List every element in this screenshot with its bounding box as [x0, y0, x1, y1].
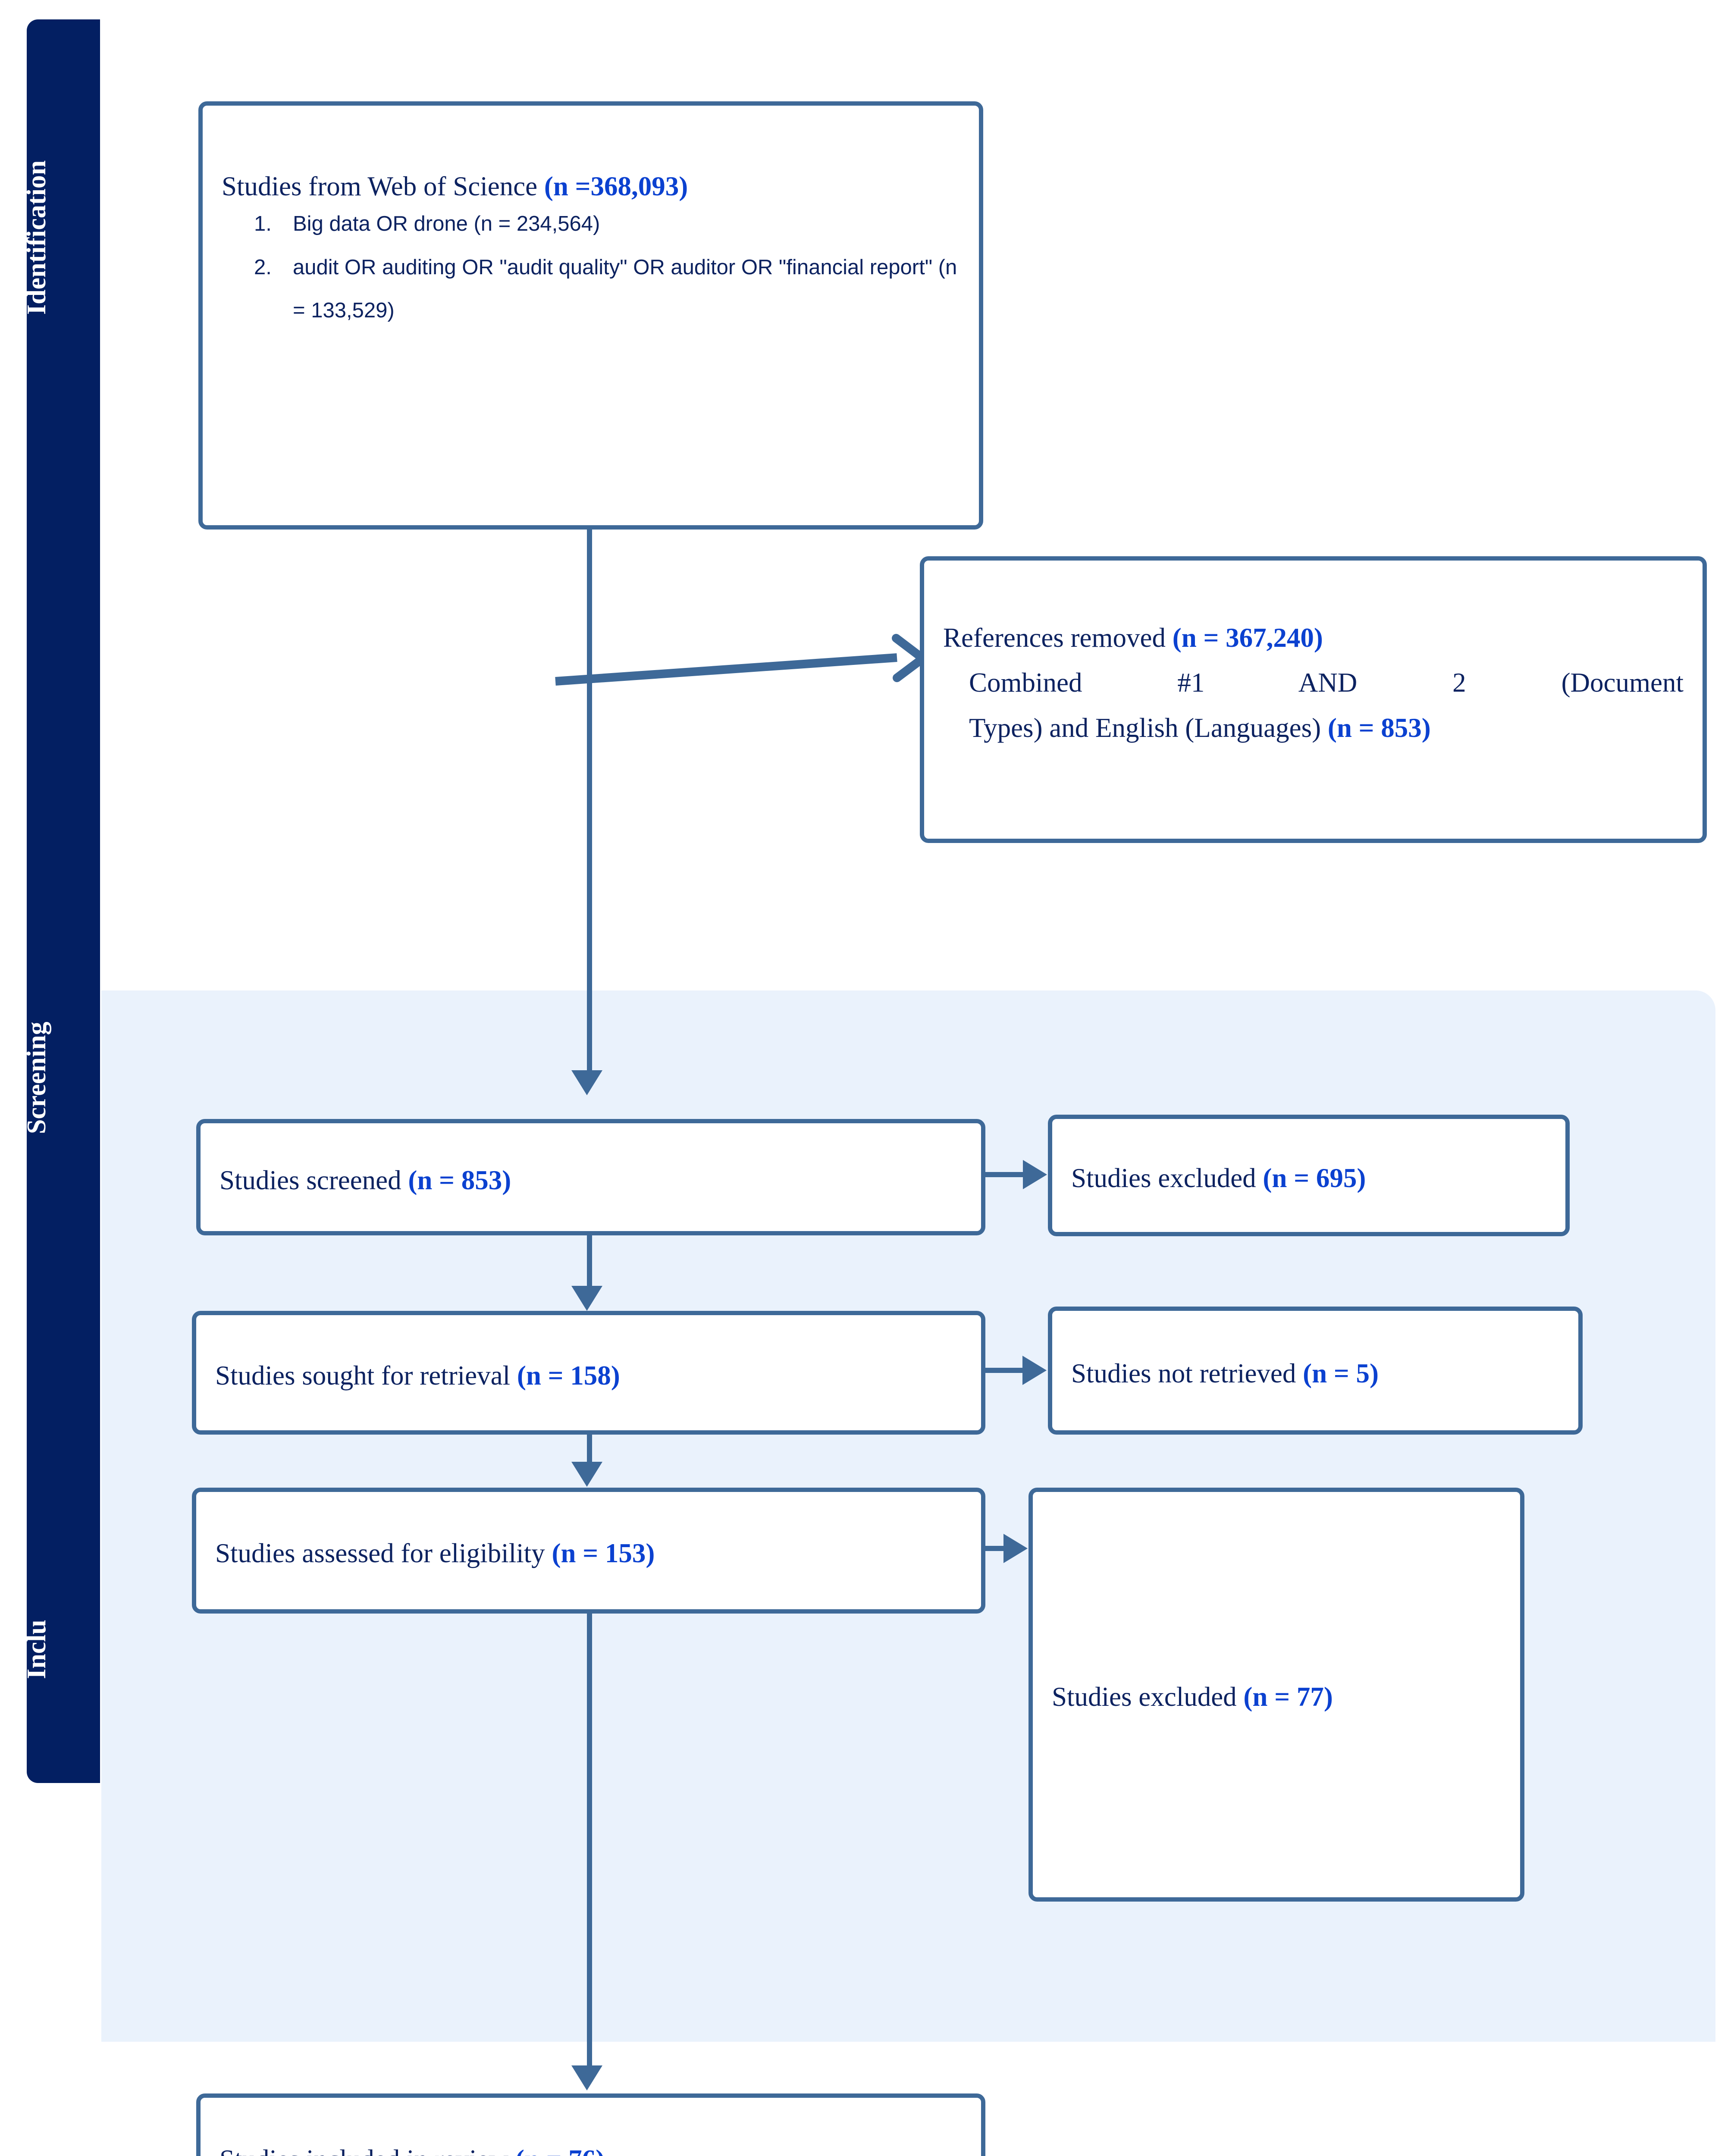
studies-included-label: Studies included in review — [219, 2144, 508, 2156]
arrowhead-to-excluded-695 — [1023, 1160, 1047, 1189]
studies-screened-count: (n = 853) — [408, 1165, 511, 1195]
phase-label-identification-text: Identification — [0, 160, 73, 315]
connector-assessed-to-included — [587, 1614, 592, 2066]
studies-not-retrieved-line: Studies not retrieved (n = 5) — [1071, 1357, 1559, 1389]
arrowhead-to-included — [571, 2065, 602, 2090]
identification-title-line: Studies from Web of Science (n =368,093) — [222, 170, 960, 202]
connector-identification-to-screened — [587, 530, 592, 1073]
arrowhead-to-assessed — [571, 1462, 602, 1487]
list-marker-2: 2. — [254, 255, 272, 279]
list-item: 2. audit OR auditing OR "audit quality" … — [222, 246, 960, 332]
studies-screened-line: Studies screened (n = 853) — [219, 1164, 962, 1196]
box-studies-excluded-695[interactable]: Studies excluded (n = 695) — [1048, 1115, 1570, 1236]
connector-screened-to-excluded — [985, 1172, 1024, 1177]
connector-screened-to-sought — [587, 1235, 592, 1287]
list-text-2: audit OR auditing OR "audit quality" OR … — [293, 255, 957, 323]
list-marker-1: 1. — [254, 212, 272, 236]
list-item: 1. Big data OR drone (n = 234,564) — [222, 202, 960, 245]
phase-label-included: Inclu — [0, 1613, 73, 1794]
box-references-removed[interactable]: References removed (n = 367,240) Combine… — [920, 556, 1707, 843]
connector-identification-to-references-removed — [555, 634, 927, 686]
references-removed-detail-line1: Combined #1 AND 2 (Document — [969, 667, 1684, 698]
box-studies-screened[interactable]: Studies screened (n = 853) — [196, 1119, 985, 1235]
studies-not-retrieved-label: Studies not retrieved — [1071, 1358, 1296, 1388]
references-removed-title-line: References removed (n = 367,240) — [943, 622, 1684, 654]
studies-included-count: (n = 76) — [515, 2144, 605, 2156]
studies-excluded-695-count: (n = 695) — [1263, 1163, 1366, 1193]
studies-excluded-695-line: Studies excluded (n = 695) — [1071, 1162, 1546, 1194]
references-removed-title: References removed — [943, 623, 1166, 653]
studies-sought-count: (n = 158) — [517, 1360, 620, 1391]
arrowhead-to-sought — [571, 1286, 602, 1311]
phase-band — [27, 19, 100, 1783]
phase-label-screening: Screening — [0, 1022, 73, 1449]
arrowhead-to-not-retrieved — [1022, 1356, 1047, 1385]
studies-excluded-77-count: (n = 77) — [1243, 1682, 1333, 1712]
box-identification-source[interactable]: Studies from Web of Science (n =368,093)… — [198, 101, 983, 530]
references-removed-count: (n = 367,240) — [1172, 623, 1323, 653]
studies-sought-label: Studies sought for retrieval — [215, 1360, 511, 1391]
box-studies-included-in-review[interactable]: Studies included in review (n = 76) — [196, 2093, 985, 2156]
box-studies-excluded-77[interactable]: Studies excluded (n = 77) — [1028, 1488, 1524, 1902]
box-studies-not-retrieved[interactable]: Studies not retrieved (n = 5) — [1048, 1307, 1583, 1435]
arrowhead-to-screened — [571, 1070, 602, 1095]
studies-excluded-77-label: Studies excluded — [1052, 1682, 1237, 1712]
studies-included-line: Studies included in review (n = 76) — [219, 2143, 962, 2156]
identification-title: Studies from Web of Science — [222, 171, 538, 201]
identification-query-list: 1. Big data OR drone (n = 234,564) 2. au… — [222, 202, 960, 332]
box-studies-sought-for-retrieval[interactable]: Studies sought for retrieval (n = 158) — [192, 1311, 985, 1435]
connector-sought-to-assessed — [587, 1435, 592, 1462]
studies-assessed-count: (n = 153) — [552, 1538, 655, 1568]
references-removed-detail-line2: Types) and English (Languages) (n = 853) — [943, 712, 1684, 744]
connector-sought-to-not-retrieved — [985, 1368, 1023, 1373]
phase-label-identification: Identification — [0, 160, 73, 664]
connector-assessed-to-excluded-77 — [985, 1546, 1004, 1551]
studies-not-retrieved-count: (n = 5) — [1303, 1358, 1379, 1388]
identification-count: (n =368,093) — [544, 171, 688, 201]
studies-screened-label: Studies screened — [219, 1165, 401, 1195]
phase-label-included-text: Inclu — [22, 1620, 51, 1679]
studies-excluded-695-label: Studies excluded — [1071, 1163, 1256, 1193]
studies-assessed-label: Studies assessed for eligibility — [215, 1538, 545, 1568]
studies-excluded-77-line: Studies excluded (n = 77) — [1052, 1681, 1501, 1713]
phase-label-screening-text: Screening — [22, 1022, 51, 1134]
arrowhead-to-excluded-77 — [1003, 1534, 1028, 1563]
studies-sought-line: Studies sought for retrieval (n = 158) — [215, 1360, 962, 1391]
references-removed-detail-text: Types) and English (Languages) — [969, 712, 1321, 743]
references-removed-detail-count: (n = 853) — [1327, 712, 1431, 743]
studies-assessed-line: Studies assessed for eligibility (n = 15… — [215, 1537, 962, 1569]
box-studies-assessed-for-eligibility[interactable]: Studies assessed for eligibility (n = 15… — [192, 1488, 985, 1614]
list-text-1: Big data OR drone (n = 234,564) — [293, 212, 600, 236]
